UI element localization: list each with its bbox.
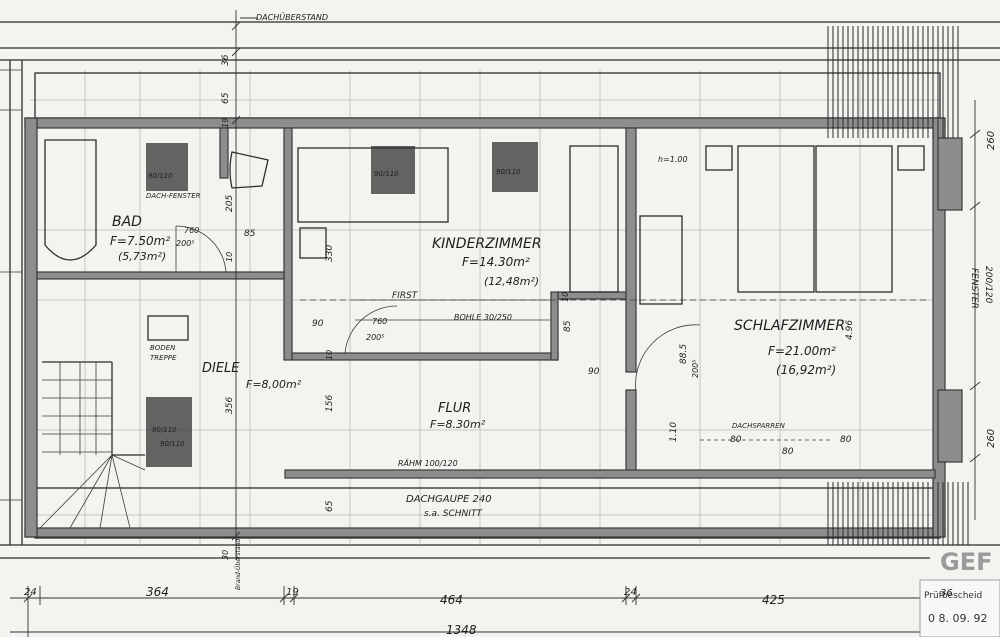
brandwand-label: Brand-Überstand [235, 539, 242, 590]
flur-area: F=8.30m² [430, 418, 486, 431]
dachsparren-label: DACHSPARREN [732, 422, 786, 430]
dim-156: 156 [325, 395, 335, 412]
bottom-dimension-chain [10, 586, 936, 637]
annotation-labels: DACHÜBERSTAND FIRST BOHLE 30/250 RÄHM 10… [146, 12, 993, 590]
dim-window-4: 90/110 [152, 426, 177, 434]
dim-bottom-36: 36 [940, 588, 953, 599]
room-labels: BAD F=7.50m² (5,73m²) KINDERZIMMER F=14.… [110, 214, 845, 431]
dim-bottom-364: 364 [146, 585, 169, 599]
roof-windows [146, 142, 538, 467]
dim-left-36: 36 [221, 54, 231, 66]
dim-80c: 80 [840, 435, 852, 445]
dim-bottom-464: 464 [440, 593, 463, 607]
dim-90b: 90 [588, 367, 600, 377]
dim-10a: 10 [225, 252, 234, 262]
right-dimension-chain [969, 100, 981, 520]
dim-205: 205 [225, 195, 235, 212]
bottom-dim-labels: 24 364 19 464 24 425 36 1348 [24, 585, 953, 637]
dim-left-65: 65 [221, 92, 231, 104]
dim-bottom-19: 19 [286, 587, 299, 598]
dim-window-2: 90/110 [374, 170, 399, 178]
dim-bottom-24b: 24 [624, 587, 637, 598]
dim-bottom-425: 425 [762, 593, 785, 607]
kinderzimmer-name: KINDERZIMMER [432, 236, 542, 252]
dim-window-5: 90/110 [160, 440, 185, 448]
inner-dim-labels: 205 10 85 330 760 200⁵ 90 10 760 200⁵ 35… [148, 168, 852, 512]
roof-outline [34, 72, 941, 539]
dachgaube-label: DACHGAUPE 240 [406, 494, 492, 505]
dachueberstand-label: DACHÜBERSTAND [256, 12, 328, 22]
kinderzimmer-net-area: (12,48m²) [484, 275, 539, 288]
stamp-date: 0 8. 09. 92 [928, 612, 987, 625]
first-label: FIRST [392, 291, 419, 301]
dachfenster-label: DACH-FENSTER [146, 192, 201, 200]
dim-left-30: 30 [221, 550, 230, 560]
approval-stamp: GEF Prüfbescheid 0 8. 09. 92 [919, 548, 1000, 637]
exterior-walls [24, 117, 963, 538]
schlafzimmer-name: SCHLAFZIMMER [734, 318, 845, 334]
schnitt-label: s.a. SCHNITT [424, 509, 483, 519]
treppe-label: TREPPE [150, 354, 177, 362]
bohle-label: BOHLE 30/250 [454, 313, 512, 322]
dim-65b: 65 [325, 500, 335, 512]
dim-885: 88.5 [679, 344, 689, 364]
schlafzimmer-furniture [705, 145, 925, 293]
bathtub [44, 139, 97, 261]
boden-label: BODEN [150, 344, 176, 352]
schlafzimmer-area: F=21.00m² [768, 344, 836, 358]
side-dim-labels: 36 65 19 30 260 260 [221, 54, 997, 560]
fenster-label: FENSTER [969, 268, 979, 309]
attic-stair [147, 315, 189, 341]
beams [300, 299, 930, 471]
dim-right-260b: 260 [986, 429, 997, 448]
dim-85b: 85 [563, 320, 573, 332]
fenster-size-label: 200/120 [983, 266, 993, 304]
dim-760a: 760 [184, 226, 199, 235]
stamp-letters: GEF [940, 548, 993, 576]
dim-90a: 90 [312, 319, 324, 329]
door-swings [175, 225, 701, 393]
bad-name: BAD [112, 214, 142, 230]
dim-window-1: 90/110 [148, 172, 173, 180]
flur-name: FLUR [438, 401, 471, 416]
outer-frame [0, 21, 1000, 559]
toilet [229, 151, 269, 189]
stamp-text: Prüfbescheid [924, 591, 982, 601]
bad-net-area: (5,73m²) [118, 250, 166, 263]
dim-window-3: 90/110 [496, 168, 521, 176]
interior-walls [36, 127, 936, 479]
staircase [39, 361, 146, 529]
dim-right-260a: 260 [986, 131, 997, 150]
left-vertical-dim [231, 10, 258, 560]
dim-10c: 10 [561, 292, 570, 302]
washbasin [299, 227, 327, 259]
kinderzimmer-area: F=14.30m² [462, 255, 530, 269]
wall-height-label: 4.96 [845, 320, 855, 340]
dim-bottom-24a: 24 [24, 587, 37, 598]
dim-80b: 80 [782, 447, 794, 457]
rahm-label: RÄHM 100/120 [398, 458, 458, 468]
hatch-strips [827, 26, 969, 545]
dim-2005a: 200⁵ [176, 239, 194, 248]
dim-330: 330 [325, 245, 335, 262]
diele-name: DIELE [202, 361, 240, 376]
schlafzimmer-net-area: (16,92m²) [776, 363, 836, 377]
dim-356: 356 [225, 397, 235, 414]
h-label: h=1.00 [658, 155, 688, 164]
diele-area: F=8,00m² [246, 378, 302, 391]
dim-2005b: 200⁵ [366, 333, 384, 342]
dim-110: 1.10 [669, 422, 679, 442]
dim-left-19: 19 [221, 118, 230, 128]
dim-760b: 760 [372, 317, 387, 326]
dim-10b: 10 [325, 350, 334, 360]
dim-80a: 80 [730, 435, 742, 445]
bad-area: F=7.50m² [110, 234, 170, 248]
dim-bottom-1348: 1348 [446, 623, 477, 637]
dim-2005c: 200⁵ [691, 360, 700, 378]
dim-85a: 85 [244, 229, 256, 239]
